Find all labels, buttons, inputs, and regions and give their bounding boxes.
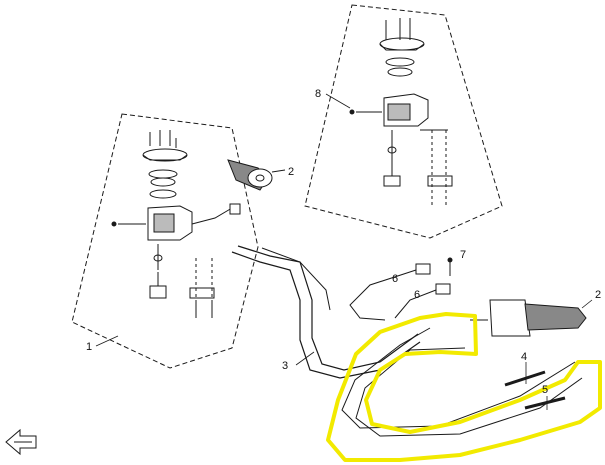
left-grip: [227, 159, 286, 191]
callout-6-lower: 6: [414, 289, 420, 301]
callout-1: 1: [86, 341, 92, 353]
handlebar-cable-outer: [237, 245, 419, 371]
callout-2-left-grip: 2: [288, 166, 294, 178]
right-switch-assembly: [349, 18, 453, 206]
handlebar-cable: [231, 251, 421, 379]
left-switch-assembly: [111, 130, 241, 318]
connector-harness: [349, 257, 453, 321]
callout-4: 4: [521, 351, 527, 363]
front-direction-arrow-icon: [5, 428, 37, 456]
callout-5: 5: [542, 384, 548, 396]
cable-4-sleeve: [504, 370, 546, 387]
callout-6-upper: 6: [392, 273, 398, 285]
highlight-outline: [326, 312, 602, 462]
callout-3: 3: [282, 360, 288, 372]
callout-2-right-grip: 2: [595, 289, 601, 301]
group-outline-right: [304, 4, 503, 239]
callout-8: 8: [315, 88, 321, 100]
cable-5-sleeve: [524, 396, 566, 410]
callout-7: 7: [460, 249, 466, 261]
group-outline-left: [71, 113, 259, 369]
callout-leaders: [95, 93, 593, 410]
cable-4: [341, 327, 576, 429]
right-grip-throttle: [470, 299, 587, 337]
wire-lead: [261, 247, 331, 311]
